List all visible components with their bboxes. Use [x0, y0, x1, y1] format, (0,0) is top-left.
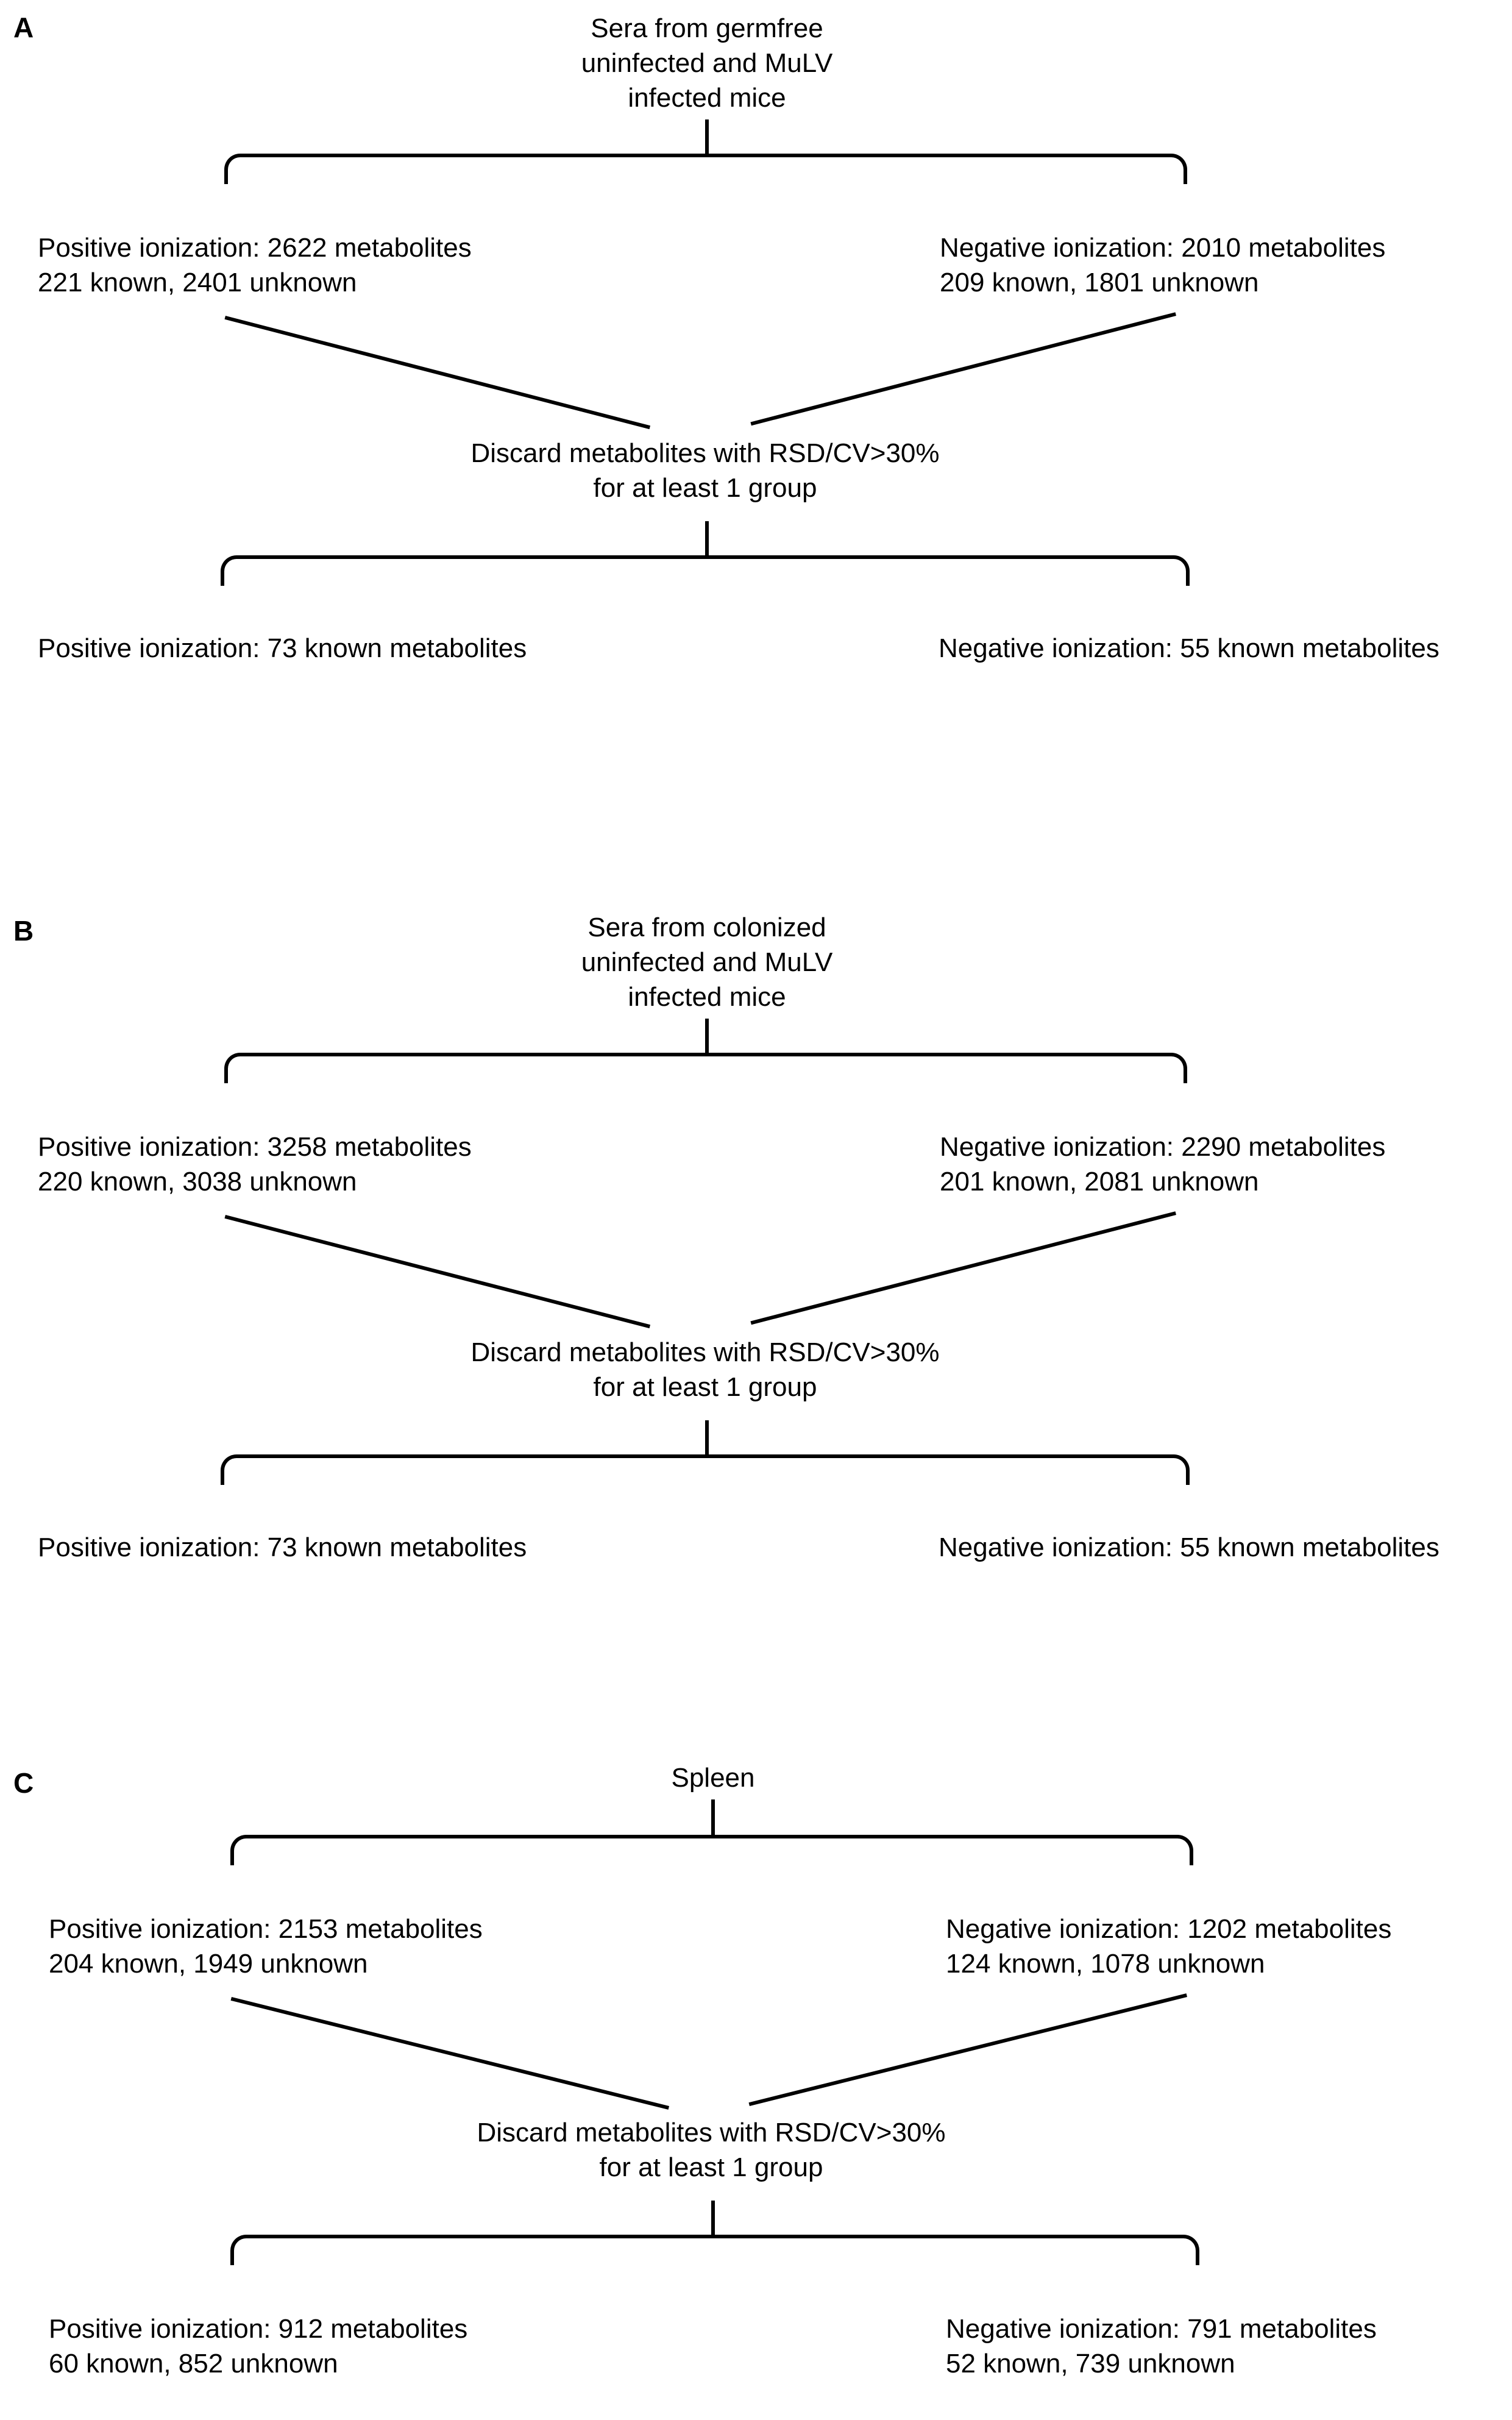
panel-c-bracket-top — [230, 1835, 1193, 1865]
panel-c-diag-right — [748, 1993, 1187, 2107]
panel-a-diag-left — [224, 316, 651, 430]
panel-b: B Sera from colonized uninfected and MuL… — [0, 899, 1512, 1753]
panel-a-right-result: Negative ionization: 55 known metabolite… — [939, 633, 1439, 663]
panel-b-left-result: Positive ionization: 73 known metabolite… — [38, 1532, 527, 1562]
panel-c: C Spleen Positive ionization: 2153 metab… — [0, 1749, 1512, 2420]
panel-a-top-label: Sera from germfree uninfected and MuLV i… — [581, 13, 833, 113]
panel-c-diag-left — [230, 1997, 670, 2110]
panel-c-filter-node: Discard metabolites with RSD/CV>30% for … — [477, 2118, 946, 2183]
panel-b-filter-node: Discard metabolites with RSD/CV>30% for … — [470, 1337, 940, 1403]
panel-a-filter-node: Discard metabolites with RSD/CV>30% for … — [470, 438, 940, 504]
panel-c-stem-top — [711, 1799, 715, 1837]
panel-c-stem-bottom — [711, 2201, 715, 2237]
panel-a-bracket-bottom — [221, 555, 1190, 586]
panel-c-top-label: Spleen — [671, 1763, 755, 1793]
panel-c-left-result: Positive ionization: 912 metabolites 60 … — [49, 2314, 468, 2379]
panel-a-bracket-top — [224, 154, 1187, 184]
panel-a-letter: A — [13, 12, 34, 43]
panel-b-stem-top — [705, 1019, 709, 1055]
panel-b-diag-left — [224, 1215, 651, 1329]
panel-b-letter: B — [13, 915, 34, 947]
panel-a-stem-top — [705, 119, 709, 156]
panel-a-left-result: Positive ionization: 73 known metabolite… — [38, 633, 527, 663]
panel-b-bracket-top — [224, 1053, 1187, 1083]
panel-c-right-result: Negative ionization: 791 metabolites 52 … — [946, 2314, 1377, 2379]
panel-c-bracket-bottom — [230, 2235, 1199, 2265]
panel-a-left-node: Positive ionization: 2622 metabolites 22… — [38, 233, 472, 298]
panel-c-letter: C — [13, 1767, 34, 1799]
panel-c-left-node: Positive ionization: 2153 metabolites 20… — [49, 1914, 483, 1979]
panel-a-right-node: Negative ionization: 2010 metabolites 20… — [940, 233, 1386, 298]
panel-b-stem-bottom — [705, 1420, 709, 1457]
panel-b-diag-right — [750, 1211, 1176, 1325]
panel-b-left-node: Positive ionization: 3258 metabolites 22… — [38, 1132, 472, 1197]
panel-c-right-node: Negative ionization: 1202 metabolites 12… — [946, 1914, 1392, 1979]
panel-b-top-label: Sera from colonized uninfected and MuLV … — [581, 913, 833, 1012]
panel-b-right-result: Negative ionization: 55 known metabolite… — [939, 1532, 1439, 1562]
panel-a: A Sera from germfree uninfected and MuLV… — [0, 0, 1512, 853]
panel-a-stem-bottom — [705, 521, 709, 558]
panel-b-bracket-bottom — [221, 1454, 1190, 1485]
panel-b-right-node: Negative ionization: 2290 metabolites 20… — [940, 1132, 1386, 1197]
panel-a-diag-right — [750, 312, 1176, 426]
